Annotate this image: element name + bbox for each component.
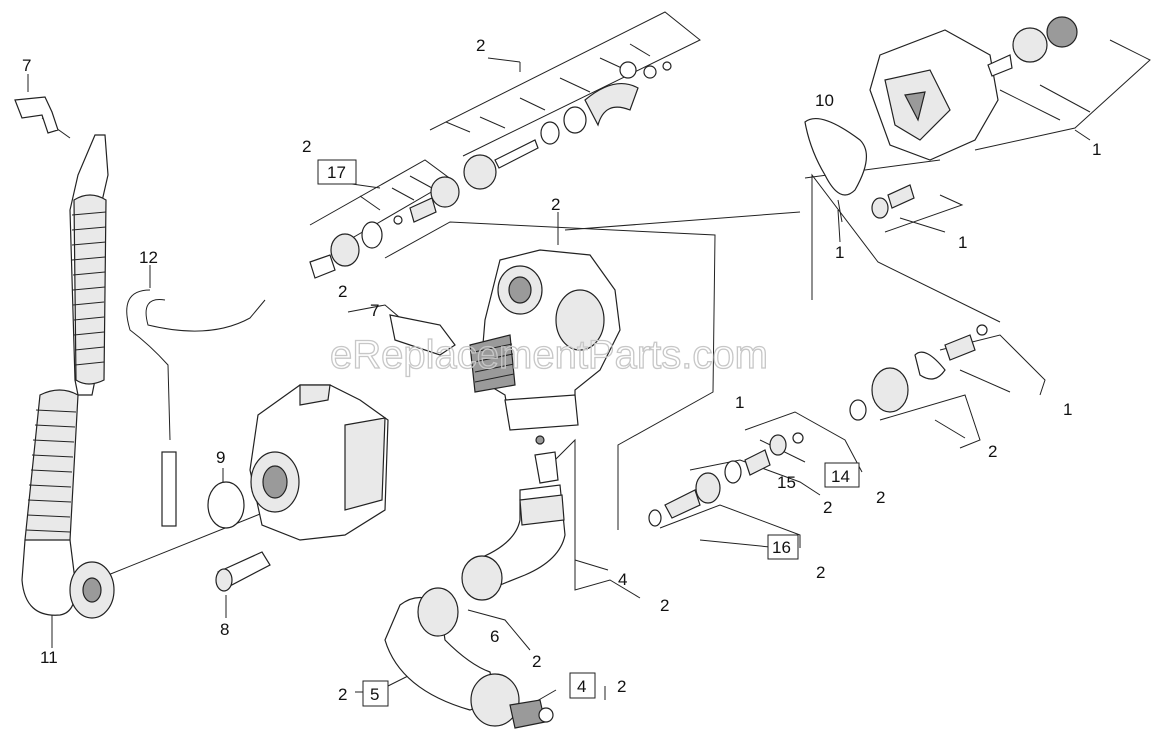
label-14: 14 <box>831 467 850 486</box>
watermark: eReplacementParts.com <box>330 333 768 377</box>
label-16: 16 <box>772 538 791 557</box>
label-1: 1 <box>835 243 844 262</box>
label-1: 1 <box>1092 140 1101 159</box>
label-8: 8 <box>220 620 229 639</box>
o-ring-9 <box>207 481 245 529</box>
label-12: 12 <box>139 248 158 267</box>
label-2: 2 <box>823 498 832 517</box>
high-pressure-hose <box>21 134 115 619</box>
reference-labels: 1 1 1 1 1 2 2 2 2 2 2 2 2 2 2 2 2 2 4 4 … <box>22 36 1101 704</box>
label-2: 2 <box>876 488 885 507</box>
label-1: 1 <box>1063 400 1072 419</box>
valve-2-parts <box>463 61 672 190</box>
pump-housing <box>249 384 389 541</box>
gasket-10-stem <box>837 199 843 223</box>
label-1: 1 <box>958 233 967 252</box>
gasket-10 <box>804 118 867 196</box>
valve-14-16-parts <box>648 432 804 527</box>
label-17: 17 <box>327 163 346 182</box>
label-11: 11 <box>40 648 58 667</box>
elbow-5 <box>384 587 554 729</box>
clip-left <box>14 96 59 134</box>
label-2: 2 <box>551 195 560 214</box>
valve-head <box>469 249 621 431</box>
leader-lines <box>27 11 1151 706</box>
label-15: 15 <box>777 473 796 492</box>
label-10: 10 <box>815 91 834 110</box>
label-5: 5 <box>370 685 379 704</box>
small-valve-parts <box>849 184 988 421</box>
label-2: 2 <box>338 282 347 301</box>
label-boxes <box>317 159 860 707</box>
bypass-tube <box>126 289 266 527</box>
label-2: 2 <box>816 563 825 582</box>
label-2: 2 <box>302 137 311 156</box>
label-2: 2 <box>532 652 541 671</box>
label-2: 2 <box>338 685 347 704</box>
label-6: 6 <box>490 627 499 646</box>
label-9: 9 <box>216 448 225 467</box>
label-4: 4 <box>577 677 586 696</box>
label-1: 1 <box>735 393 744 412</box>
label-2: 2 <box>660 596 669 615</box>
label-2: 2 <box>476 36 485 55</box>
elbow-4 <box>461 435 566 601</box>
pump-head <box>869 16 1078 161</box>
label-2: 2 <box>617 677 626 696</box>
clip-middle <box>389 314 456 356</box>
label-4: 4 <box>618 570 627 589</box>
label-7: 7 <box>22 56 31 75</box>
label-7: 7 <box>370 301 379 320</box>
valve-17-parts <box>309 176 460 279</box>
label-2: 2 <box>988 442 997 461</box>
bolt-8 <box>215 551 271 592</box>
